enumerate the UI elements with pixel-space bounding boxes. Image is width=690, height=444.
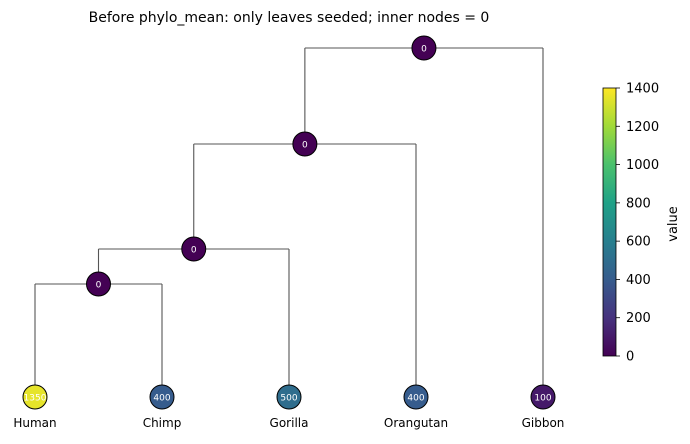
colorbar-gradient	[602, 87, 617, 357]
node-gibbon: 100	[530, 384, 556, 410]
node-circle	[530, 384, 556, 410]
node-value-label: 100	[534, 394, 551, 404]
node-circle	[22, 384, 48, 410]
colorbar-label: value	[666, 206, 681, 242]
colorbar-tick-label: 1200	[626, 120, 659, 135]
node-circle	[149, 384, 175, 410]
node-value-label: 0	[96, 281, 102, 291]
colorbar-tick-label: 400	[626, 273, 651, 288]
node-circle	[276, 384, 302, 410]
leaf-label-human: Human	[13, 416, 56, 430]
leaf-label-chimp: Chimp	[143, 416, 182, 430]
node-circle	[292, 131, 318, 157]
colorbar-tick-label: 1400	[626, 82, 659, 97]
node-root: 0	[411, 35, 437, 61]
tree-nodes: 0 0 0 0 1350 400 500 400 100	[22, 35, 556, 410]
node-value-label: 0	[421, 45, 427, 55]
node-value-label: 0	[191, 246, 197, 256]
colorbar-tick-label: 1000	[626, 158, 659, 173]
colorbar-tick-label: 600	[626, 235, 651, 250]
leaf-label-gorilla: Gorilla	[270, 416, 309, 430]
node-value-label: 0	[302, 141, 308, 151]
node-value-label: 500	[280, 394, 297, 404]
tree-edges	[34, 47, 544, 397]
colorbar-tick-label: 200	[626, 311, 651, 326]
node-gorilla: 500	[276, 384, 302, 410]
node-value-label: 1350	[24, 394, 47, 404]
node-value-label: 400	[153, 394, 170, 404]
node-circle	[86, 271, 111, 297]
colorbar-ticks: 0 200 400 600 800 1000 1200 1400	[616, 82, 659, 365]
leaf-label-gibbon: Gibbon	[522, 416, 565, 430]
node-chimp: 400	[149, 384, 175, 410]
node-circle	[411, 35, 437, 61]
colorbar: 0 200 400 600 800 1000 1200 1400 value	[602, 82, 681, 365]
leaf-label-orangutan: Orangutan	[384, 416, 448, 430]
node-hominini-gorilla: 0	[181, 236, 207, 262]
leaf-labels: Human Chimp Gorilla Orangutan Gibbon	[13, 416, 564, 430]
colorbar-tick-label: 800	[626, 196, 651, 211]
node-value-label: 400	[407, 394, 424, 404]
node-hominidae: 0	[292, 131, 318, 157]
colorbar-tick-label: 0	[626, 350, 634, 365]
node-human-chimp: 0	[86, 271, 111, 297]
node-human: 1350	[22, 384, 48, 410]
node-circle	[403, 384, 429, 410]
figure-title: Before phylo_mean: only leaves seeded; i…	[89, 10, 490, 26]
node-orangutan: 400	[403, 384, 429, 410]
node-circle	[181, 236, 207, 262]
